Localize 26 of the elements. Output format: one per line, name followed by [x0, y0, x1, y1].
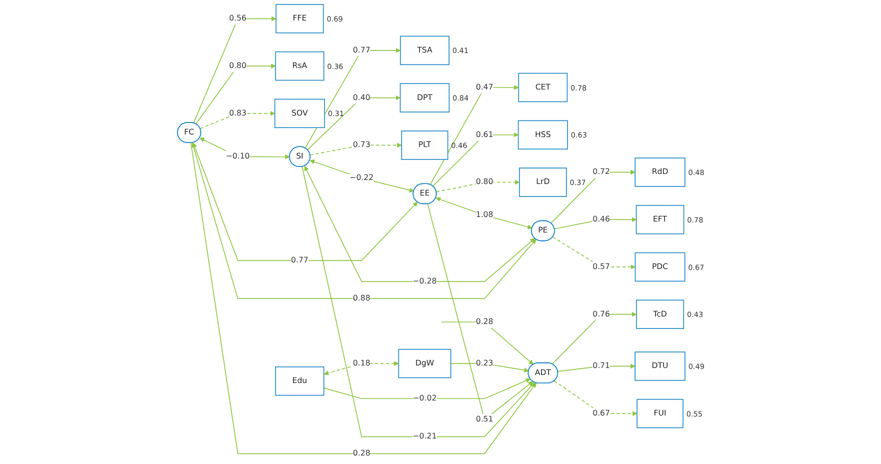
arrow	[436, 197, 533, 230]
arrow	[304, 166, 536, 282]
arrow	[190, 142, 537, 454]
arrow	[192, 142, 418, 261]
arrow	[552, 236, 636, 270]
arrow	[324, 378, 531, 400]
arrow	[200, 138, 290, 160]
arrow	[194, 16, 277, 124]
arrow	[441, 322, 534, 365]
arrow	[302, 166, 536, 438]
arrow	[558, 364, 636, 372]
arrow	[430, 85, 520, 186]
arrow	[552, 312, 638, 364]
arrow	[450, 363, 530, 373]
arrow	[310, 159, 414, 192]
arrow	[554, 380, 638, 416]
arrow	[551, 170, 636, 224]
arrow	[305, 48, 402, 149]
arrow	[310, 142, 402, 156]
arrow	[192, 142, 537, 300]
arrow	[307, 95, 401, 150]
arrow	[436, 180, 520, 192]
arrow	[432, 132, 519, 187]
arrow	[196, 64, 276, 124]
arrow	[200, 110, 276, 129]
arrow	[324, 361, 400, 376]
